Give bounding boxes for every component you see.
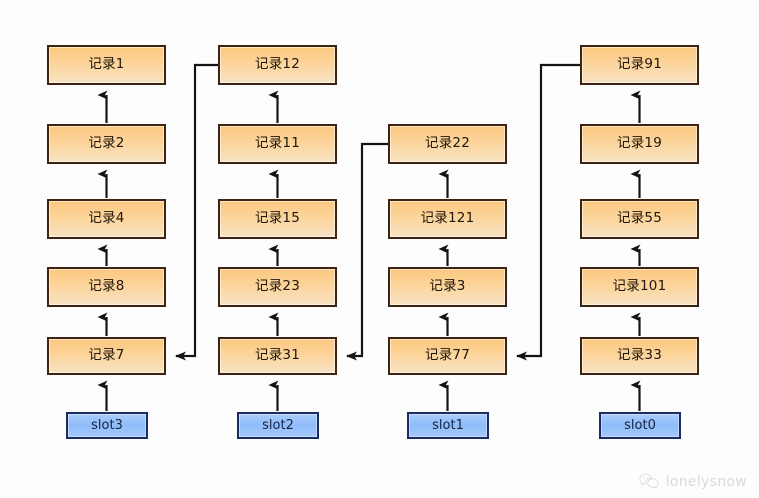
record-node[interactable]: 记录121 xyxy=(388,199,507,239)
cross-link-jilu22-to-jilu31 xyxy=(346,142,388,361)
record-label: 记录19 xyxy=(617,135,662,152)
record-node[interactable]: 记录3 xyxy=(388,267,507,307)
record-label: 记录8 xyxy=(88,278,125,295)
cross-link-jilu91-to-jilu77 xyxy=(516,63,580,361)
slot-label: slot3 xyxy=(91,418,123,433)
record-label: 记录4 xyxy=(88,210,125,227)
cross-link-jilu12-to-jilu7 xyxy=(175,63,218,361)
slot-node[interactable]: slot2 xyxy=(237,412,319,439)
slot-node[interactable]: slot1 xyxy=(407,412,489,439)
record-node[interactable]: 记录1 xyxy=(47,45,166,85)
record-label: 记录101 xyxy=(612,278,667,295)
record-label: 记录1 xyxy=(88,56,125,73)
record-node[interactable]: 记录11 xyxy=(218,124,337,164)
watermark: lonelysnow xyxy=(639,473,747,490)
slot-label: slot1 xyxy=(432,418,464,433)
record-node[interactable]: 记录7 xyxy=(47,337,166,375)
record-label: 记录2 xyxy=(88,135,125,152)
record-label: 记录11 xyxy=(255,135,300,152)
record-label: 记录31 xyxy=(255,347,300,364)
slot-label: slot0 xyxy=(624,418,656,433)
record-label: 记录23 xyxy=(255,278,300,295)
record-node[interactable]: 记录4 xyxy=(47,199,166,239)
slot-node[interactable]: slot3 xyxy=(66,412,148,439)
record-node[interactable]: 记录19 xyxy=(580,124,699,164)
record-label: 记录55 xyxy=(617,210,662,227)
record-node[interactable]: 记录33 xyxy=(580,337,699,375)
record-label: 记录3 xyxy=(429,278,466,295)
record-label: 记录121 xyxy=(420,210,475,227)
record-node[interactable]: 记录55 xyxy=(580,199,699,239)
record-node[interactable]: 记录91 xyxy=(580,45,699,85)
record-node[interactable]: 记录2 xyxy=(47,124,166,164)
record-node[interactable]: 记录23 xyxy=(218,267,337,307)
slot-label: slot2 xyxy=(262,418,294,433)
record-node[interactable]: 记录22 xyxy=(388,124,507,164)
watermark-text: lonelysnow xyxy=(665,473,747,490)
record-label: 记录7 xyxy=(88,347,125,364)
record-node[interactable]: 记录8 xyxy=(47,267,166,307)
record-label: 记录33 xyxy=(617,347,662,364)
record-label: 记录91 xyxy=(617,56,662,73)
record-node[interactable]: 记录77 xyxy=(388,337,507,375)
wechat-icon xyxy=(639,473,659,490)
record-node[interactable]: 记录15 xyxy=(218,199,337,239)
slot-node[interactable]: slot0 xyxy=(599,412,681,439)
record-label: 记录15 xyxy=(255,210,300,227)
record-node[interactable]: 记录31 xyxy=(218,337,337,375)
record-node[interactable]: 记录101 xyxy=(580,267,699,307)
record-node[interactable]: 记录12 xyxy=(218,45,337,85)
record-label: 记录77 xyxy=(425,347,470,364)
record-label: 记录22 xyxy=(425,135,470,152)
record-label: 记录12 xyxy=(255,56,300,73)
